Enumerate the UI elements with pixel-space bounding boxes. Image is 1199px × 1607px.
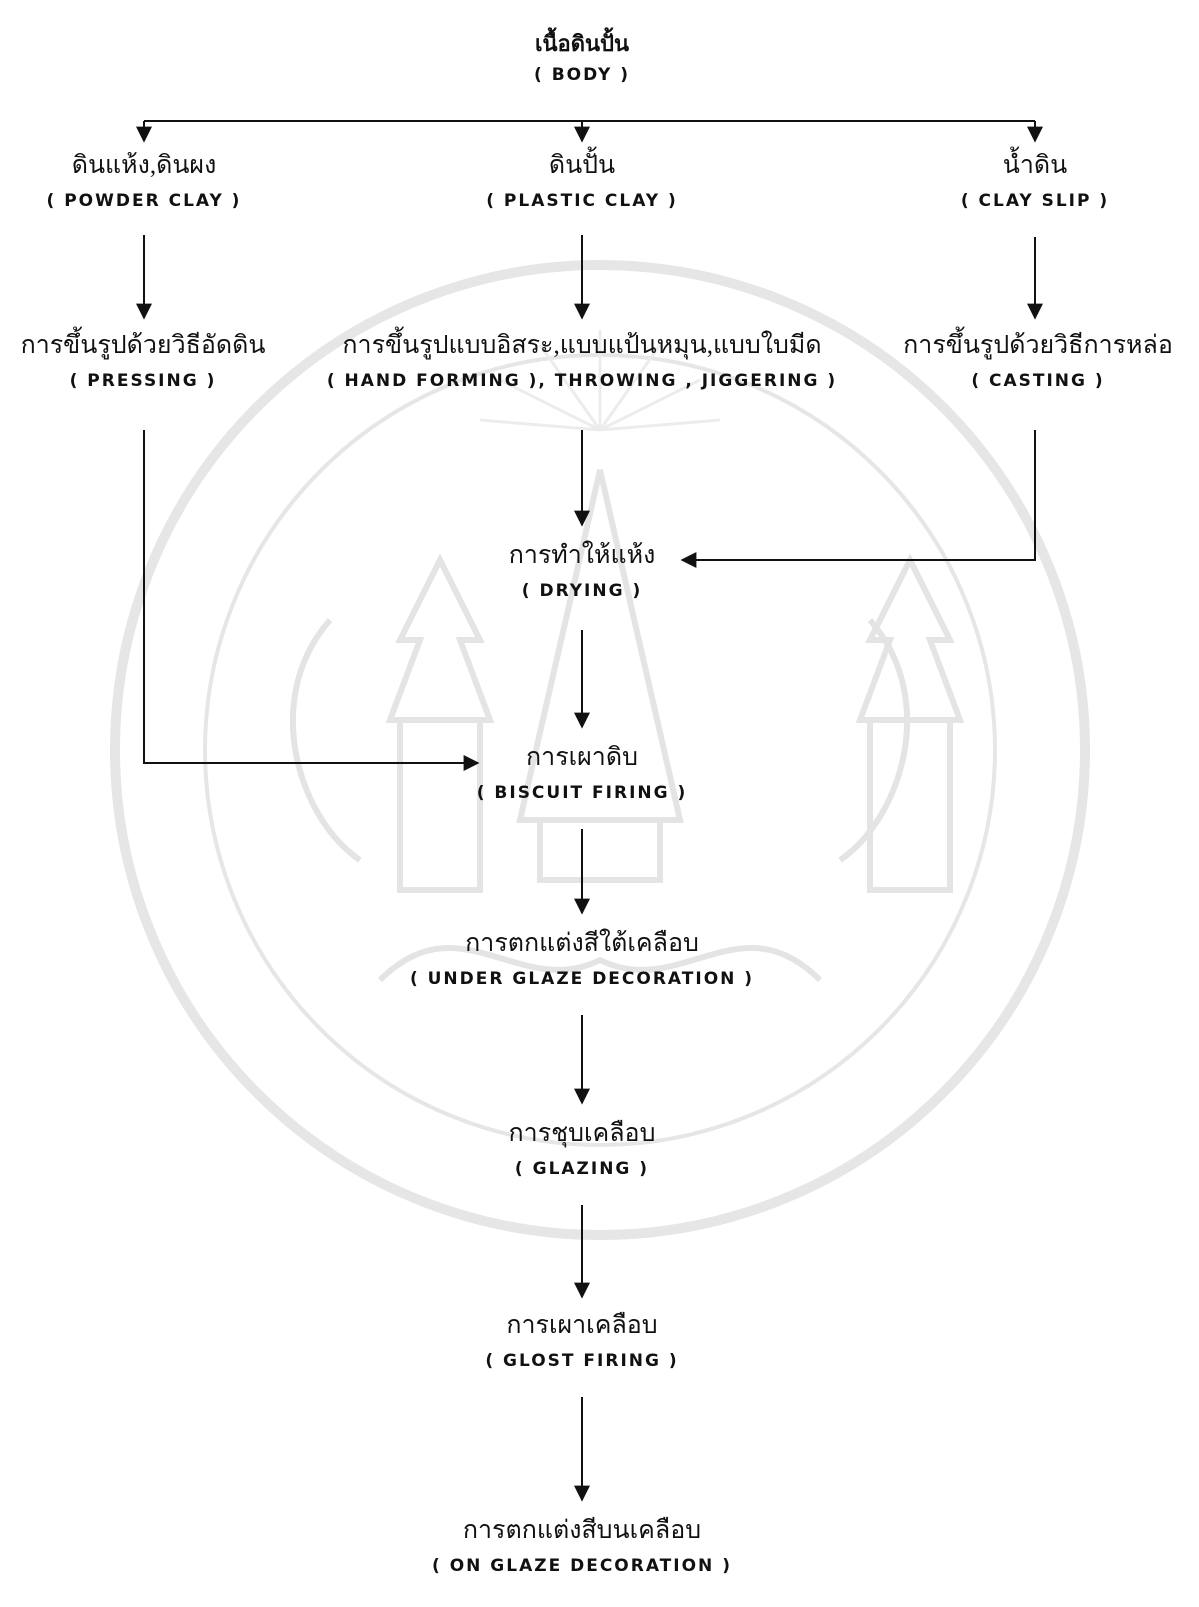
node-drying-thai: การทำให้แห้ง	[508, 542, 656, 569]
node-onglaze-decoration-thai: การตกแต่งสีบนเคลือบ	[462, 1517, 702, 1544]
node-pressing-english: ( PRESSING )	[69, 371, 217, 391]
node-casting-english: ( CASTING )	[971, 371, 1105, 391]
node-pressing: การขึ้นรูปด้วยวิธีอัดดิน ( PRESSING )	[0, 330, 286, 394]
arrow-casting-to-drying	[680, 430, 1036, 568]
node-glost-firing-thai: การเผาเคลือบ	[506, 1312, 658, 1339]
node-hand-forming-english: ( HAND FORMING ), THROWING , JIGGERING )	[326, 371, 838, 391]
node-powder-clay-thai: ดินแห้ง,ดินผง	[71, 152, 217, 179]
node-hand-forming-thai: การขึ้นรูปแบบอิสระ,แบบแป้นหมุน,แบบใบมีด	[342, 332, 822, 359]
node-glost-firing: การเผาเคลือบ ( GLOST FIRING )	[452, 1310, 712, 1374]
node-clay-slip-thai: น้ำดิน	[1002, 152, 1068, 179]
node-onglaze-decoration-english: ( ON GLAZE DECORATION )	[432, 1556, 732, 1576]
node-body-thai: เนื้อดินปั้น	[534, 31, 630, 56]
node-clay-slip: น้ำดิน ( CLAY SLIP )	[935, 150, 1135, 214]
node-body-english: ( BODY )	[534, 65, 630, 85]
node-pressing-thai: การขึ้นรูปด้วยวิธีอัดดิน	[20, 332, 266, 359]
node-onglaze-decoration: การตกแต่งสีบนเคลือบ ( ON GLAZE DECORATIO…	[402, 1515, 762, 1579]
node-powder-clay: ดินแห้ง,ดินผง ( POWDER CLAY )	[24, 150, 264, 214]
node-glost-firing-english: ( GLOST FIRING )	[485, 1351, 679, 1371]
node-biscuit-firing: การเผาดิบ ( BISCUIT FIRING )	[442, 742, 722, 806]
node-glazing-thai: การชุบเคลือบ	[508, 1120, 656, 1147]
node-casting: การขึ้นรูปด้วยวิธีการหล่อ ( CASTING )	[880, 330, 1196, 394]
node-biscuit-firing-english: ( BISCUIT FIRING )	[476, 783, 688, 803]
node-body: เนื้อดินปั้น ( BODY )	[482, 28, 682, 88]
node-glazing-english: ( GLAZING )	[514, 1159, 650, 1179]
node-powder-clay-english: ( POWDER CLAY )	[46, 191, 242, 211]
node-underglaze-decoration-thai: การตกแต่งสีใต้เคลือบ	[465, 930, 699, 957]
arrow-pressing-to-biscuit	[143, 430, 480, 771]
node-underglaze-decoration-english: ( UNDER GLAZE DECORATION )	[409, 969, 755, 989]
node-hand-forming: การขึ้นรูปแบบอิสระ,แบบแป้นหมุน,แบบใบมีด …	[292, 330, 872, 394]
node-biscuit-firing-thai: การเผาดิบ	[526, 744, 638, 771]
node-plastic-clay: ดินปั้น ( PLASTIC CLAY )	[462, 150, 702, 214]
node-glazing: การชุบเคลือบ ( GLAZING )	[462, 1118, 702, 1182]
node-drying: การทำให้แห้ง ( DRYING )	[452, 540, 712, 604]
node-casting-thai: การขึ้นรูปด้วยวิธีการหล่อ	[903, 332, 1173, 359]
node-drying-english: ( DRYING )	[521, 581, 643, 601]
node-clay-slip-english: ( CLAY SLIP )	[960, 191, 1110, 211]
node-plastic-clay-english: ( PLASTIC CLAY )	[486, 191, 678, 211]
node-plastic-clay-thai: ดินปั้น	[548, 152, 616, 179]
node-underglaze-decoration: การตกแต่งสีใต้เคลือบ ( UNDER GLAZE DECOR…	[382, 928, 782, 992]
